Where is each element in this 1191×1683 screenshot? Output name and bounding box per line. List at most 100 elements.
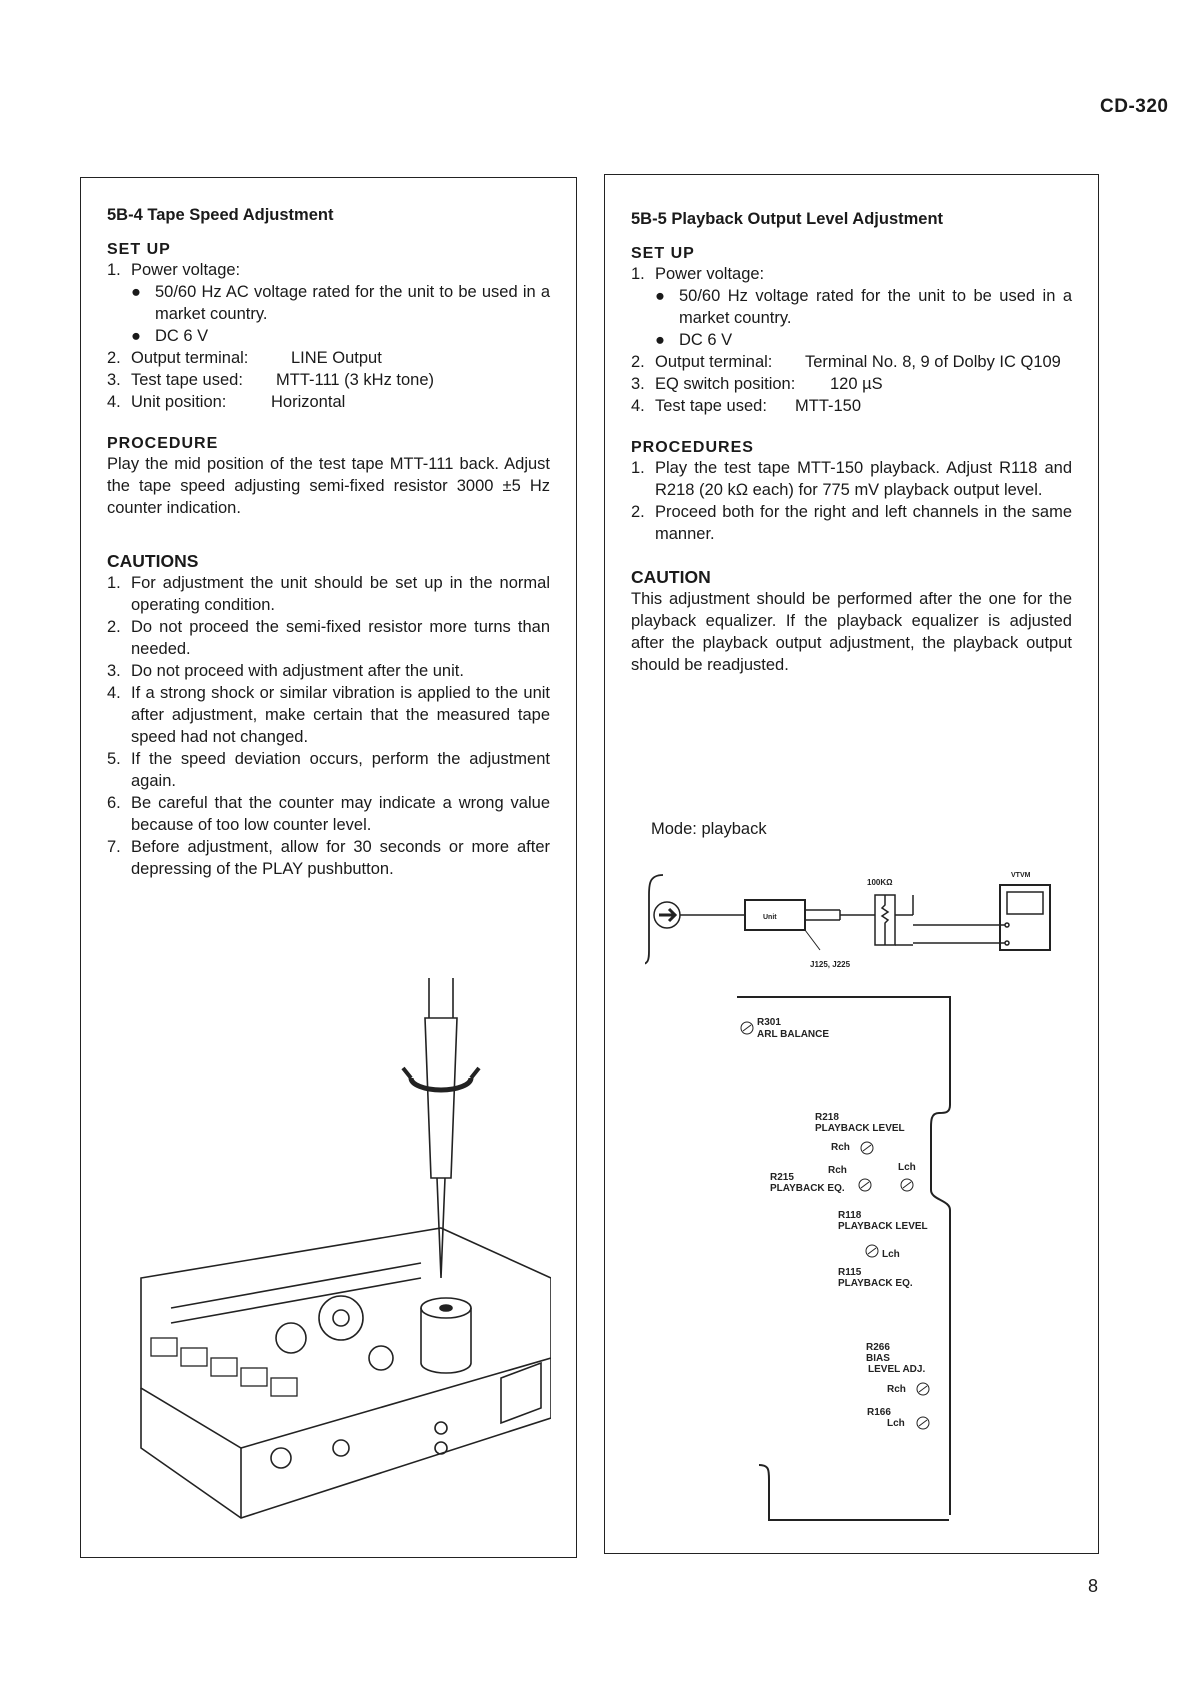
list-text: Power voltage:: [131, 261, 241, 279]
lch-label: Lch: [887, 1418, 905, 1429]
setup-label: Output terminal:: [131, 349, 249, 367]
setup-label: Test tape used:: [655, 397, 767, 415]
caution-text: If a strong shock or similar vibration i…: [131, 684, 550, 746]
caution-heading: CAUTION: [631, 567, 711, 587]
caution-text: Be careful that the counter may indicate…: [131, 794, 550, 834]
unit-label: Unit: [763, 914, 777, 921]
caution-text: Do not proceed with adjustment after the…: [131, 662, 464, 680]
r218-desc: PLAYBACK LEVEL: [815, 1123, 905, 1134]
trimmer-r218-icon: [860, 1141, 874, 1155]
section-title: 5B-5 Playback Output Level Adjustment: [631, 210, 944, 228]
list-num: 7.: [107, 838, 121, 856]
caution-text: Before adjustment, allow for 30 seconds …: [131, 838, 550, 878]
list-num: 2.: [107, 349, 121, 367]
list-num: 6.: [107, 794, 121, 812]
r115-desc: PLAYBACK EQ.: [838, 1278, 913, 1289]
setup-label: Test tape used:: [131, 371, 243, 389]
model-number: CD-320: [1100, 96, 1169, 117]
mode-label: Mode: playback: [651, 820, 767, 838]
bullet-icon: ●: [655, 287, 665, 305]
r301-label: R301: [757, 1017, 781, 1028]
lch-label: Lch: [898, 1162, 916, 1173]
list-text: Power voltage:: [655, 265, 765, 283]
bullet-text: 50/60 Hz voltage rated for the unit to b…: [679, 287, 1072, 327]
setup-heading: SET UP: [107, 241, 171, 258]
rotate-arrow-icon: [408, 1077, 474, 1093]
trimmer-r115-icon: [865, 1244, 879, 1258]
setup-value: Horizontal: [271, 393, 346, 411]
list-num: 3.: [107, 371, 121, 389]
caution-text: Do not proceed the semi-fixed resistor m…: [131, 618, 550, 658]
setup-label: Output terminal:: [655, 353, 773, 371]
trimmer-r301-icon: [740, 1021, 754, 1035]
vtvm-meter-icon: [999, 884, 1051, 951]
list-num: 2.: [631, 503, 645, 521]
bullet-icon: ●: [655, 331, 665, 349]
list-num: 2.: [107, 618, 121, 636]
page-number: 8: [1088, 1576, 1099, 1596]
setup-heading: SET UP: [631, 245, 695, 262]
resistor-icon: [880, 895, 890, 945]
jack-label: J125, J225: [810, 960, 851, 969]
r166-label: R166: [867, 1407, 891, 1418]
list-num: 1.: [631, 459, 645, 477]
trimmer-r166-icon: [916, 1416, 930, 1430]
bias-label: BIAS: [866, 1353, 890, 1364]
caution-text: If the speed deviation occurs, perform t…: [131, 750, 550, 790]
bullet-text: 50/60 Hz AC voltage rated for the unit t…: [155, 283, 550, 323]
bullet-text: DC 6 V: [155, 327, 209, 345]
arl-balance-label: ARL BALANCE: [757, 1029, 829, 1040]
lch-label: Lch: [882, 1249, 900, 1260]
procedure-heading: PROCEDURE: [107, 435, 219, 452]
procedures-heading: PROCEDURES: [631, 439, 754, 456]
vtvm-label: VTVM: [1011, 872, 1031, 879]
r215-label: R215: [770, 1172, 794, 1183]
caution-text: For adjustment the unit should be set up…: [131, 574, 550, 614]
procedure-text: Play the test tape MTT-150 playback. Adj…: [655, 459, 1072, 499]
list-num: 4.: [631, 397, 645, 415]
r118-desc: PLAYBACK LEVEL: [838, 1221, 928, 1232]
r218-label: R218: [815, 1112, 839, 1123]
rch-label: Rch: [887, 1384, 906, 1395]
setup-label: EQ switch position:: [655, 375, 796, 393]
bullet-icon: ●: [131, 327, 141, 345]
list-num: 1.: [107, 261, 121, 279]
bullet-icon: ●: [131, 283, 141, 301]
list-num: 2.: [631, 353, 645, 371]
list-num: 4.: [107, 393, 121, 411]
r115-label: R115: [838, 1267, 862, 1278]
screwdriver-icon: [424, 978, 458, 1179]
r118-label: R118: [838, 1210, 862, 1221]
setup-value: 120 µS: [830, 375, 883, 393]
tape-speed-adjustment-panel: 5B-4 Tape Speed Adjustment SET UP 1. Powe…: [80, 177, 577, 1558]
list-num: 1.: [631, 265, 645, 283]
unit-box: [744, 899, 806, 931]
trimmer-r215-icon: [858, 1178, 872, 1192]
setup-value: MTT-150: [795, 397, 862, 415]
bullet-text: DC 6 V: [679, 331, 733, 349]
rch-label: Rch: [828, 1165, 847, 1176]
resistor-label: 100KΩ: [867, 878, 893, 887]
rch-label: Rch: [831, 1142, 850, 1153]
r215-desc: PLAYBACK EQ.: [770, 1183, 845, 1194]
list-num: 3.: [631, 375, 645, 393]
tape-deck-illustration: [140, 978, 551, 1519]
setup-value: Terminal No. 8, 9 of Dolby IC Q109: [805, 353, 1061, 371]
list-num: 1.: [107, 574, 121, 592]
procedure-text: Proceed both for the right and left chan…: [655, 503, 1072, 543]
level-adj-label: LEVEL ADJ.: [868, 1364, 925, 1375]
procedure-text: Play the mid position of the test tape M…: [107, 455, 550, 517]
list-num: 5.: [107, 750, 121, 768]
measurement-circuit-diagram: Unit 100KΩ VTVM J125, J225: [645, 872, 1051, 969]
caution-text: This adjustment should be performed afte…: [631, 590, 1072, 674]
setup-label: Unit position:: [131, 393, 227, 411]
r266-label: R266: [866, 1342, 890, 1353]
section-title: 5B-4 Tape Speed Adjustment: [107, 206, 334, 224]
trimmer-r266-icon: [916, 1382, 930, 1396]
list-num: 3.: [107, 662, 121, 680]
setup-value: MTT-111 (3 kHz tone): [276, 371, 435, 389]
setup-value: LINE Output: [291, 349, 382, 367]
pcb-adjustment-diagram: R301 ARL BALANCE R218 PLAYBACK LEVEL Rch…: [737, 996, 951, 1521]
cautions-heading: CAUTIONS: [107, 551, 199, 571]
playback-output-level-panel: 5B-5 Playback Output Level Adjustment SE…: [604, 174, 1099, 1554]
